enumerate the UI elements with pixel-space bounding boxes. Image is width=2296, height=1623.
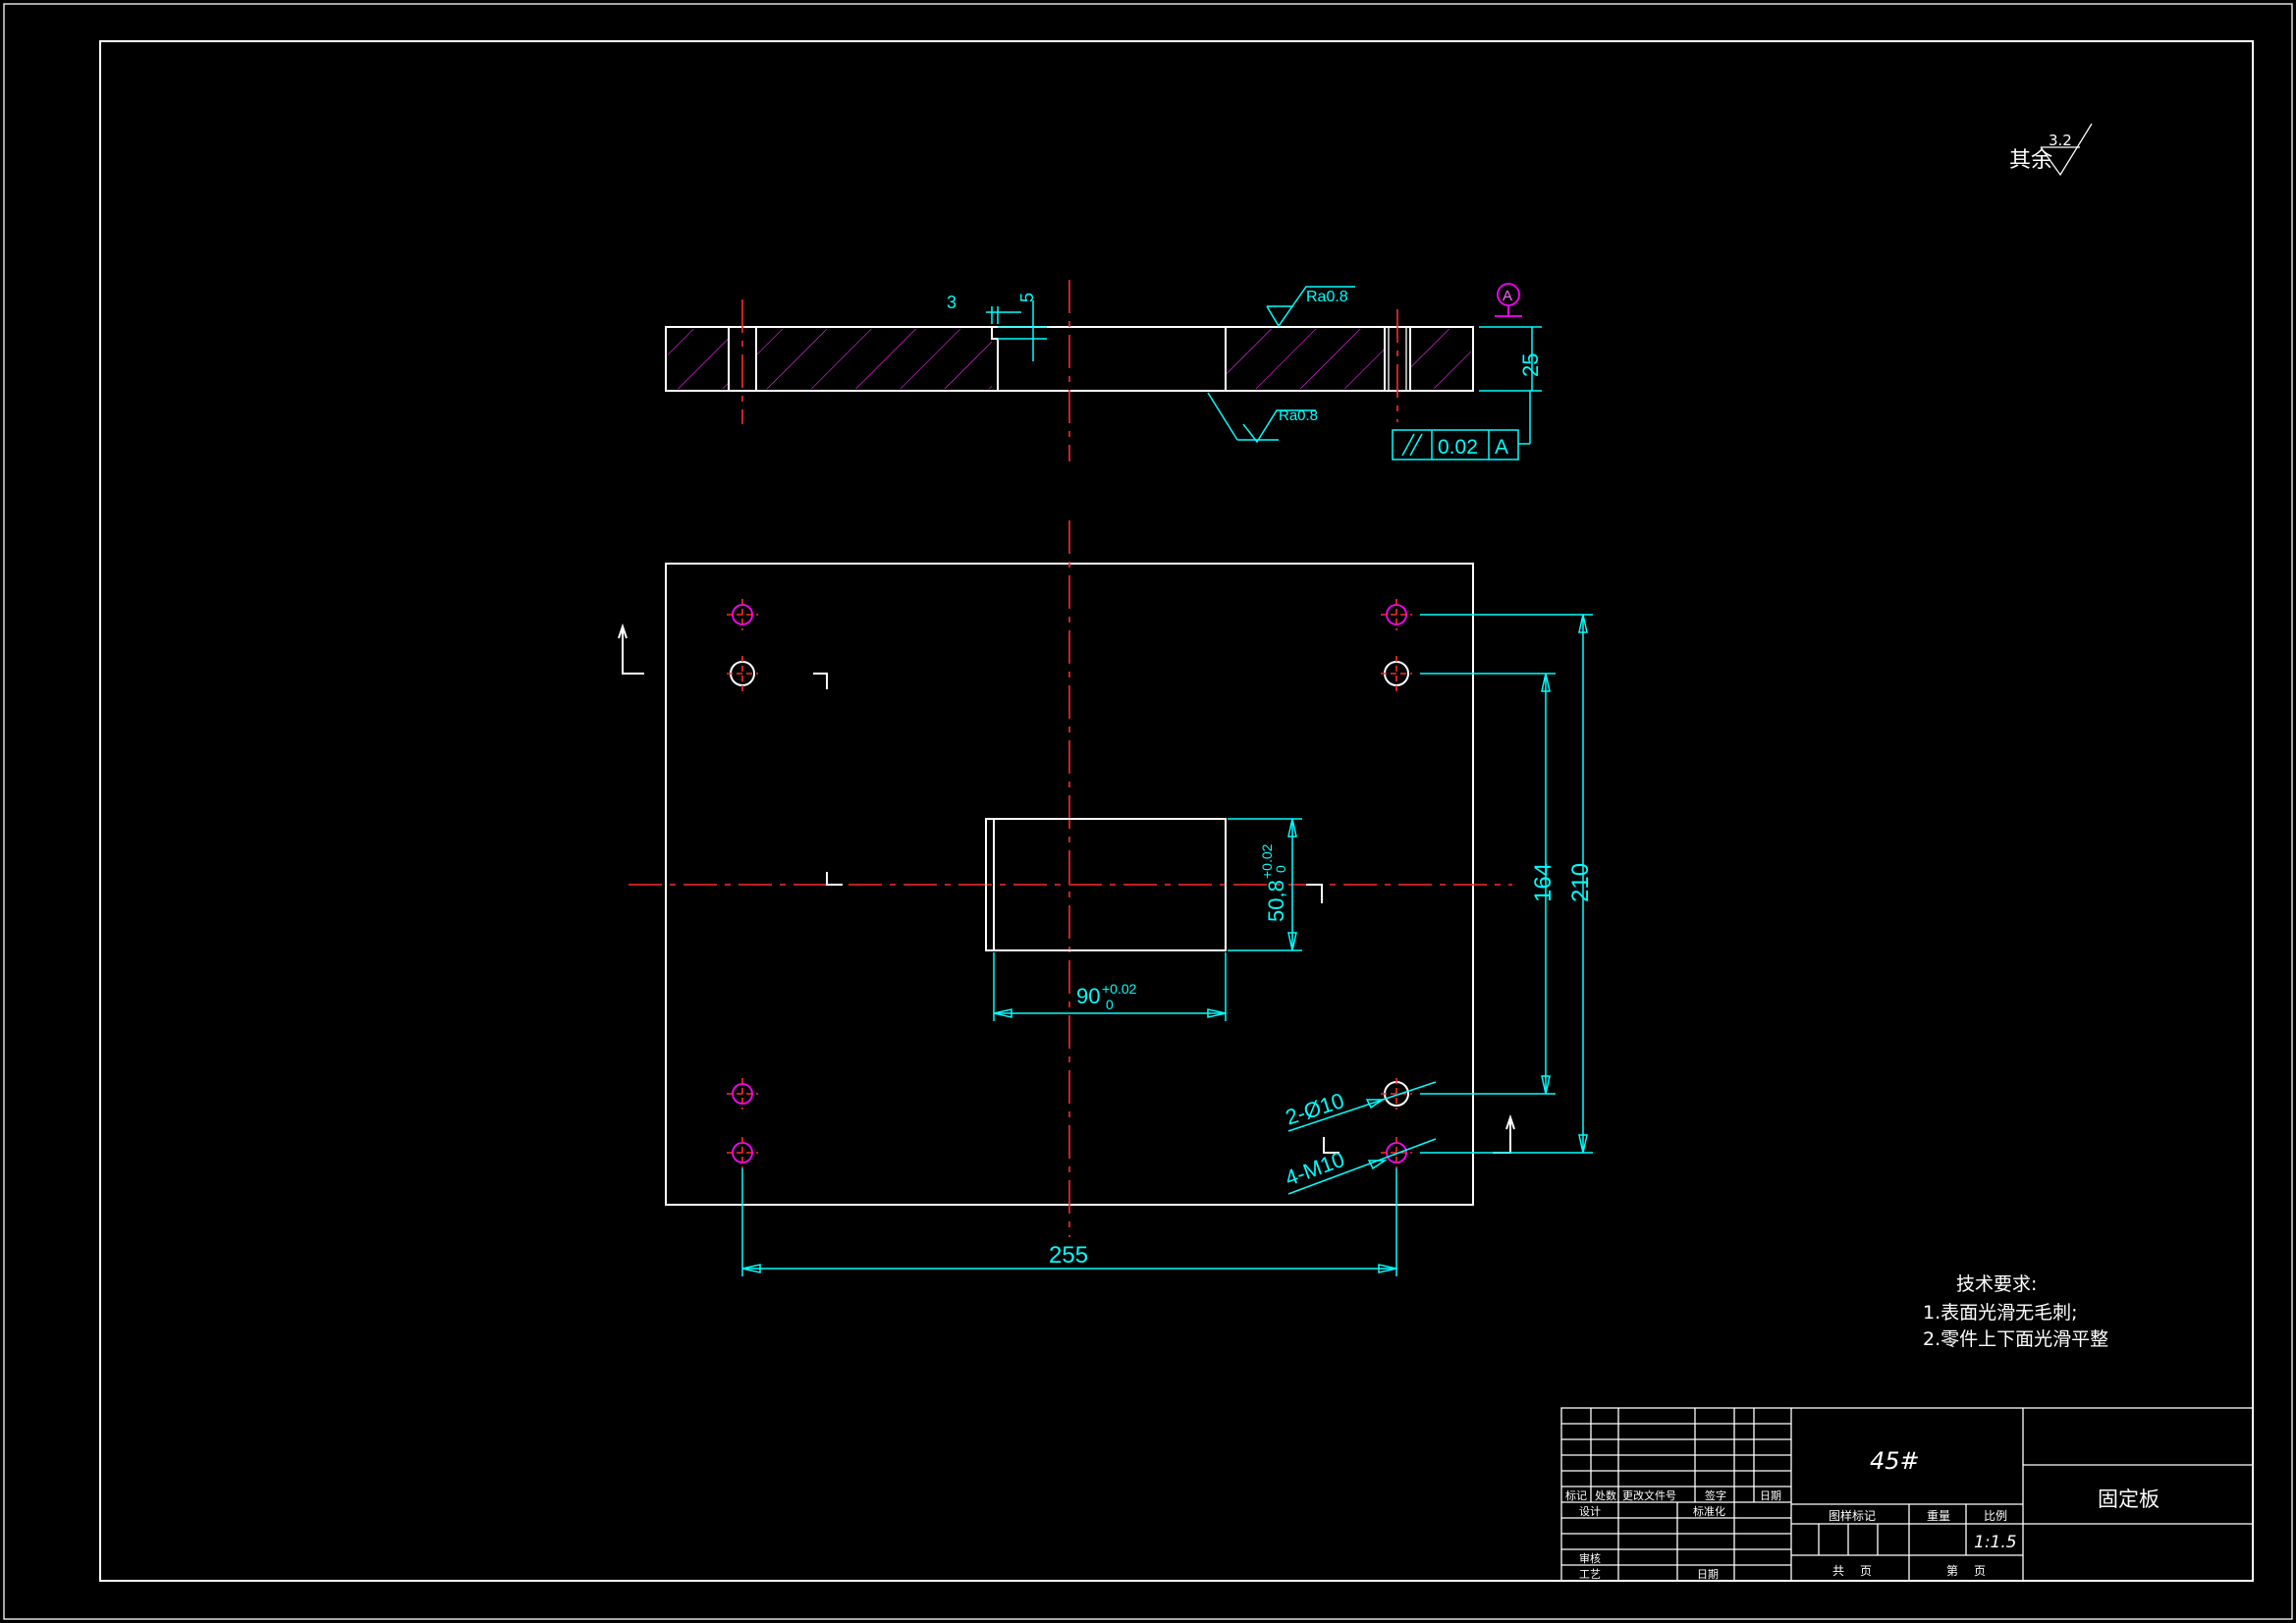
tb-sheets-total: 共 — [1832, 1564, 1844, 1578]
tb-stage-mark: 图样标记 — [1829, 1508, 1876, 1523]
tb-row-review: 审核 — [1579, 1551, 1601, 1565]
tb-header-change: 更改文件号 — [1622, 1488, 1676, 1502]
slot-width-nominal: 90 — [1076, 984, 1100, 1008]
tb-weight: 重量 — [1927, 1509, 1950, 1523]
arrow-icon — [1578, 1134, 1588, 1154]
arrow-icon — [1367, 1160, 1388, 1170]
tb-sheet-unit-2: 页 — [1974, 1564, 1986, 1578]
tb-material: 45# — [1870, 1447, 1920, 1475]
slot-height-lower: 0 — [1273, 865, 1288, 873]
dim-hole-spacing-x: 255 — [1049, 1242, 1088, 1269]
section-marker-icon — [1306, 884, 1323, 903]
slot-width-lower: 0 — [1106, 997, 1114, 1012]
callout-leader — [1287, 1138, 1437, 1195]
section-marker-arrow — [618, 622, 628, 639]
tb-header-sign: 签字 — [1705, 1488, 1726, 1502]
tb-row-process: 工艺 — [1579, 1568, 1601, 1581]
dim-step-depth: 5 — [1017, 293, 1037, 302]
callout-pin-holes: 2-Ø10 — [1283, 1088, 1347, 1130]
surface-finish-value: 3.2 — [2049, 132, 2072, 149]
title-block-frame — [1560, 1407, 2254, 1582]
title-block: 标记 处数 更改文件号 签字 日期 设计 标准化 审核 工艺 日期 45# 图样… — [1560, 1407, 2254, 1582]
section-marker-icon — [826, 872, 843, 886]
hatch-right-end — [1410, 329, 1471, 389]
arrow-icon — [1378, 1264, 1397, 1273]
parallelism-icon — [1401, 433, 1423, 457]
tb-sheet-no: 第 — [1946, 1564, 1958, 1578]
arrow-icon — [993, 1008, 1012, 1018]
tech-req-heading: 技术要求: — [1956, 1273, 2037, 1295]
tb-scale: 1:1.5 — [1974, 1533, 2017, 1552]
sheet-inner-border — [99, 40, 2254, 1582]
center-slot — [985, 818, 1227, 951]
section-marker-icon — [622, 628, 644, 675]
surface-finish-note: 其余 3.2 — [2009, 123, 2093, 177]
section-view: 3 5 Ra0.8 Ra0.8 25 A 0.02 A — [665, 280, 1543, 461]
arrow-icon — [1541, 673, 1551, 692]
arrow-icon — [1578, 614, 1588, 633]
slot-height-nominal: 50,8 — [1264, 880, 1288, 922]
callout-leader — [1287, 1081, 1437, 1132]
tb-header-count: 处数 — [1595, 1489, 1616, 1502]
tb-header-date: 日期 — [1760, 1489, 1781, 1502]
slot-step-edge — [991, 327, 999, 391]
roughness-bottom: Ra0.8 — [1279, 407, 1318, 424]
dim-step-width: 3 — [947, 293, 957, 312]
slot-height-upper: +0.02 — [1259, 843, 1275, 879]
datum-label: A — [1503, 288, 1512, 304]
roughness-leader — [1207, 392, 1238, 441]
section-marker-arrow — [1505, 1113, 1515, 1130]
arrow-icon — [1287, 818, 1297, 838]
tb-sheet-unit: 页 — [1860, 1564, 1872, 1578]
arrow-icon — [1207, 1008, 1227, 1018]
hatch-left-end — [668, 329, 729, 389]
slot-width-upper: +0.02 — [1102, 981, 1137, 997]
tb-part-name: 固定板 — [2098, 1488, 2159, 1511]
dim-hole-spacing-y-outer: 210 — [1567, 863, 1594, 902]
roughness-symbol-icon — [2040, 123, 2093, 177]
arrow-icon — [1365, 1099, 1386, 1109]
surface-finish-label: 其余 — [2009, 148, 2052, 173]
arrow-icon — [1287, 932, 1297, 951]
parallelism-frame — [1392, 429, 1519, 460]
tech-req-item-2: 2.零件上下面光滑平整 — [1923, 1328, 2108, 1350]
tb-row-standardize: 标准化 — [1693, 1504, 1725, 1518]
tech-req-item-1: 1.表面光滑无毛刺; — [1923, 1302, 2078, 1324]
sheet-outer-border — [3, 3, 2293, 1620]
tb-row-design: 设计 — [1579, 1505, 1601, 1518]
holes — [727, 599, 1412, 1168]
dim-hole-spacing-y-inner: 164 — [1530, 863, 1557, 902]
roughness-top: Ra0.8 — [1306, 289, 1348, 305]
hatch-left-body — [756, 329, 992, 389]
section-marker-icon — [813, 673, 828, 689]
hatch-right-body — [1226, 329, 1385, 389]
dim-thickness: 25 — [1518, 353, 1543, 377]
parallelism-datum: A — [1495, 436, 1508, 459]
arrow-icon — [741, 1264, 761, 1273]
tb-header-mark: 标记 — [1565, 1488, 1587, 1502]
section-marker-icon — [1323, 1137, 1339, 1154]
tb-row-date: 日期 — [1697, 1568, 1719, 1581]
tb-ratio: 比例 — [1984, 1509, 2007, 1523]
parallelism-tolerance: 0.02 — [1438, 436, 1478, 459]
roughness-bottom-icon — [1242, 409, 1316, 444]
arrow-icon — [1541, 1075, 1551, 1095]
plan-view: 255 210 164 90 +0.02 0 50,8 +0.02 0 — [618, 520, 1594, 1276]
technical-requirements: 技术要求: 1.表面光滑无毛刺; 2.零件上下面光滑平整 — [1923, 1273, 2108, 1350]
